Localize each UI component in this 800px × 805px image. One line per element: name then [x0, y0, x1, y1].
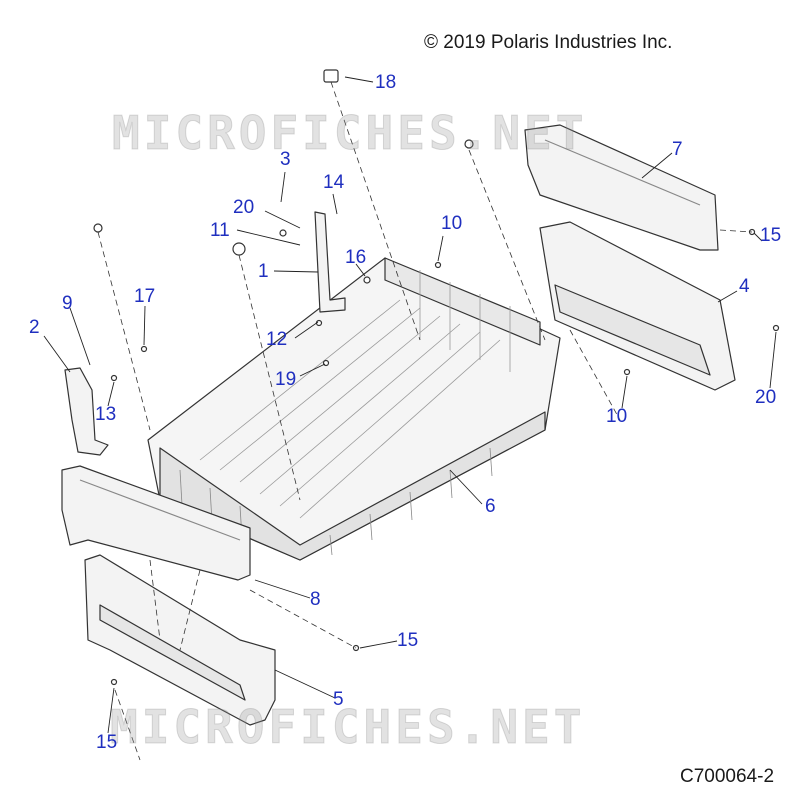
callout-7[interactable]: 7: [672, 139, 683, 160]
copyright-text: © 2019 Polaris Industries Inc.: [424, 32, 673, 53]
callout-15[interactable]: 15: [760, 225, 782, 246]
callout-14[interactable]: 14: [323, 172, 345, 193]
callout-4[interactable]: 4: [739, 276, 750, 297]
panel-part-8: [61, 465, 251, 581]
callout-11[interactable]: 11: [210, 220, 230, 241]
bracket-part-2: [64, 367, 109, 456]
callout-6[interactable]: 6: [485, 496, 496, 517]
panel-part-4: [539, 221, 736, 391]
callout-10[interactable]: 10: [441, 213, 463, 234]
callout-18[interactable]: 18: [375, 72, 397, 93]
callout-20[interactable]: 20: [233, 197, 255, 218]
callout-1[interactable]: 1: [258, 261, 269, 282]
callout-20b[interactable]: 20: [755, 387, 777, 408]
callout-12[interactable]: 12: [266, 329, 288, 350]
panel-part-5: [84, 554, 276, 726]
callout-17[interactable]: 17: [134, 286, 156, 307]
callout-9[interactable]: 9: [62, 293, 73, 314]
callout-13[interactable]: 13: [95, 404, 117, 425]
panel-part-7: [524, 124, 719, 251]
bracket-part-1: [314, 211, 346, 313]
callout-3[interactable]: 3: [280, 149, 291, 170]
callout-16[interactable]: 16: [345, 247, 367, 268]
callout-2[interactable]: 2: [29, 317, 40, 338]
callout-10b[interactable]: 10: [606, 406, 628, 427]
diagram-code: C700064-2: [680, 766, 775, 787]
watermark-top: MICROFICHES.NET: [111, 106, 588, 161]
callout-19[interactable]: 19: [275, 369, 297, 390]
callout-5[interactable]: 5: [333, 689, 344, 710]
callout-15c[interactable]: 15: [96, 732, 118, 753]
watermark-bottom: MICROFICHES.NET: [109, 700, 586, 755]
callout-8[interactable]: 8: [310, 589, 321, 610]
callout-15b[interactable]: 15: [397, 630, 419, 651]
